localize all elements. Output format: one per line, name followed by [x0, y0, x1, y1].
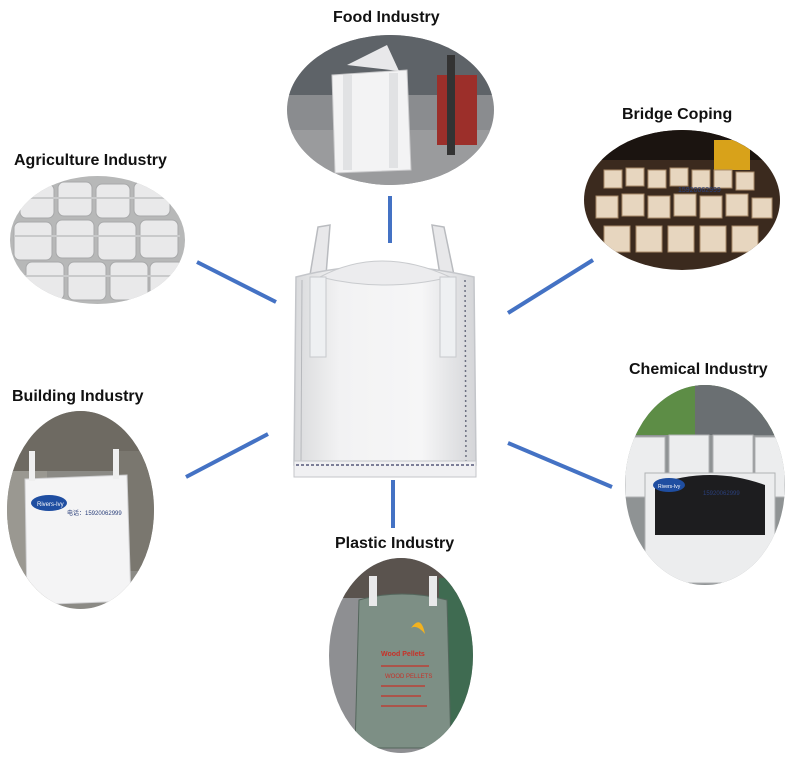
agriculture-industry-photo	[10, 176, 185, 304]
center-bulk-bag-image	[293, 224, 477, 478]
bridge-coping-photo: 15920062999	[584, 130, 780, 270]
chemical-photo-logo-text: Rivers-Ivy	[658, 484, 681, 490]
building-photo-logo-text: Rivers-Ivy	[37, 502, 64, 508]
food-industry-photo	[287, 35, 494, 185]
chemical-photo-phone-text: 15920062999	[703, 491, 740, 497]
chemical-industry-photo: Rivers-Ivy 15920062999	[625, 385, 785, 585]
plastic-photo-bag-title: Wood Pellets	[381, 651, 425, 658]
label-chemical-industry: Chemical Industry	[629, 361, 768, 378]
label-building-industry: Building Industry	[12, 388, 144, 405]
label-agriculture-industry: Agriculture Industry	[14, 152, 167, 169]
plastic-photo-bag-sub: WOOD PELLETS	[385, 674, 432, 680]
label-food-industry: Food Industry	[333, 9, 440, 26]
plastic-industry-photo: Wood Pellets WOOD PELLETS	[329, 558, 473, 753]
connector-building	[185, 432, 269, 479]
building-photo-phone-text: 电话：15920062999	[67, 509, 122, 517]
label-bridge-coping: Bridge Coping	[622, 106, 733, 123]
connector-chemical	[507, 441, 613, 489]
connector-bridge	[506, 258, 595, 315]
bridge-photo-phone-text: 15920062999	[678, 187, 721, 194]
building-industry-photo: Rivers-Ivy 电话：15920062999	[7, 411, 154, 609]
connector-agriculture	[196, 260, 277, 304]
label-plastic-industry: Plastic Industry	[335, 535, 455, 552]
